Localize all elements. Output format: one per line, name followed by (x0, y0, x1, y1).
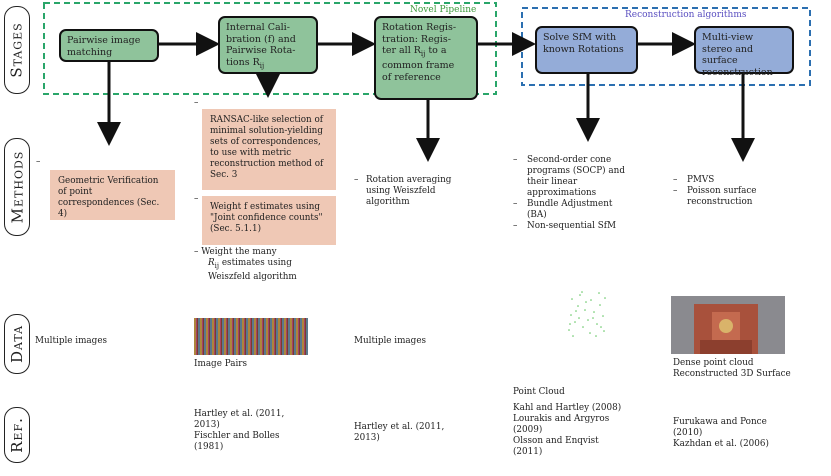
refs-col4-0: Kahl and Hartley (2008) (513, 403, 622, 413)
point-cloud-thumbnail (568, 291, 606, 337)
methods-col2-item-line2: estimates using (219, 258, 292, 268)
stage-rotation-sub: ij (420, 49, 426, 58)
methods-col2-item-line1: Weight the many (201, 247, 277, 257)
refs-col2-1: Fischler and Bolles (1981) (194, 431, 280, 452)
methods-col2-box2-text: Weight f estimates using "Joint confiden… (210, 202, 323, 234)
data-col5-line2: Reconstructed 3D Surface (673, 369, 791, 379)
novel-pipeline-frame (43, 2, 497, 95)
methods-col2-box2: Weight f estimates using "Joint confiden… (202, 196, 336, 245)
refs-col2-0: Hartley et al. (2011, 2013) (194, 409, 285, 430)
stage-rotation-line4: common frame (382, 60, 455, 72)
methods-col2-box1-text: RANSAC-like selection of minimal solutio… (210, 115, 324, 180)
methods-col1-box-text: Geometric Verification of point correspo… (58, 176, 160, 219)
stage-calibration-sub: ij (259, 61, 265, 70)
stage-solve-sfm: Solve SfM with known Rotations (535, 26, 638, 74)
dense-reconstruction-thumbnail (671, 296, 785, 354)
reconstruction-label: Reconstruction algorithms (625, 10, 747, 20)
data-col5-line1: Dense point cloud (673, 358, 754, 368)
image-pairs-thumbnail (194, 318, 308, 355)
stage-rotation-line2: tration: Regis- (382, 33, 451, 45)
stage-rotation-line1: Rotation Regis- (382, 22, 457, 33)
refs-col4: Kahl and Hartley (2008) Lourakis and Arg… (513, 403, 628, 458)
stage-pairwise-matching-text: Pairwise image matching (67, 35, 141, 58)
refs-col5-0: Furukawa and Ponce (2010) (673, 417, 767, 438)
refs-col4-1: Lourakis and Argyros (2009) (513, 414, 610, 435)
refs-col2: Hartley et al. (2011, 2013) Fischler and… (194, 409, 309, 453)
stage-mvs: Multi-view stereo and surface reconstruc… (694, 26, 794, 78)
methods-col4-item-0: Second-order cone programs (SOCP) and th… (527, 155, 625, 198)
methods-col2-item-line3: Weiszfeld algorithm (208, 271, 297, 282)
stage-rotation-line5: of reference (382, 71, 441, 83)
refs-col4-2: Olsson and Enqvist (2011) (513, 436, 599, 457)
methods-col3-item: Rotation averaging using Weiszfeld algor… (366, 175, 452, 207)
methods-col2-item-r: R (208, 258, 215, 268)
row-label-data: Data (4, 314, 30, 374)
methods-col2-dash-top: – (194, 98, 199, 108)
methods-col2-item: – Weight the many Rij estimates using We… (194, 247, 324, 283)
stage-rotation-line3b: to a (425, 45, 447, 56)
stage-mvs-text: Multi-view stereo and surface reconstruc… (702, 32, 773, 78)
stage-pairwise-matching: Pairwise image matching (59, 29, 159, 62)
methods-col3: –Rotation averaging using Weiszfeld algo… (354, 175, 464, 208)
stage-calibration-line4: tions R (226, 56, 260, 68)
row-label-stages: Stages (4, 6, 30, 94)
methods-col2-box1: RANSAC-like selection of minimal solutio… (202, 109, 336, 190)
stage-calibration: Internal Cali- bration (f) and Pairwise … (218, 16, 318, 74)
data-col2: Image Pairs (194, 359, 247, 369)
stage-calibration-line1: Internal Cali- (226, 22, 290, 33)
methods-col2-dash-mid: – (194, 194, 199, 204)
stage-rotation-registration: Rotation Regis- tration: Regis- ter all … (374, 16, 478, 100)
data-col4: Point Cloud (513, 387, 565, 397)
methods-col1-box: Geometric Verification of point correspo… (50, 170, 175, 220)
data-col1: Multiple images (35, 336, 108, 346)
methods-col4: –Second-order cone programs (SOCP) and t… (513, 155, 633, 232)
row-label-ref: Ref. (4, 407, 30, 463)
data-col3: Multiple images (354, 336, 427, 346)
novel-pipeline-label: Novel Pipeline (410, 5, 477, 15)
methods-col4-item-1: Bundle Adjustment (BA) (527, 199, 613, 220)
methods-col1-dash: – (36, 157, 41, 167)
methods-col4-item-2: Non-sequential SfM (527, 221, 617, 231)
methods-col5-item-0: PMVS (687, 175, 715, 185)
refs-col3: Hartley et al. (2011, 2013) (354, 422, 469, 444)
stage-calibration-line2: bration (f) and (226, 33, 296, 45)
stage-rotation-line3: ter all R (382, 45, 421, 56)
stage-calibration-line3: Pairwise Rota- (226, 45, 296, 56)
refs-col3-0: Hartley et al. (2011, 2013) (354, 422, 445, 443)
data-col5: Dense point cloud Reconstructed 3D Surfa… (673, 358, 793, 380)
methods-col5-item-1: Poisson surface reconstruction (687, 186, 757, 207)
methods-col2-item-sub: ij (214, 261, 220, 270)
stage-solve-sfm-text: Solve SfM with known Rotations (543, 32, 624, 55)
methods-col5: –PMVS –Poisson surface reconstruction (673, 175, 793, 208)
row-label-methods: Methods (4, 138, 30, 236)
refs-col5-1: Kazhdan et al. (2006) (673, 439, 769, 449)
refs-col5: Furukawa and Ponce (2010) Kazhdan et al.… (673, 417, 793, 450)
